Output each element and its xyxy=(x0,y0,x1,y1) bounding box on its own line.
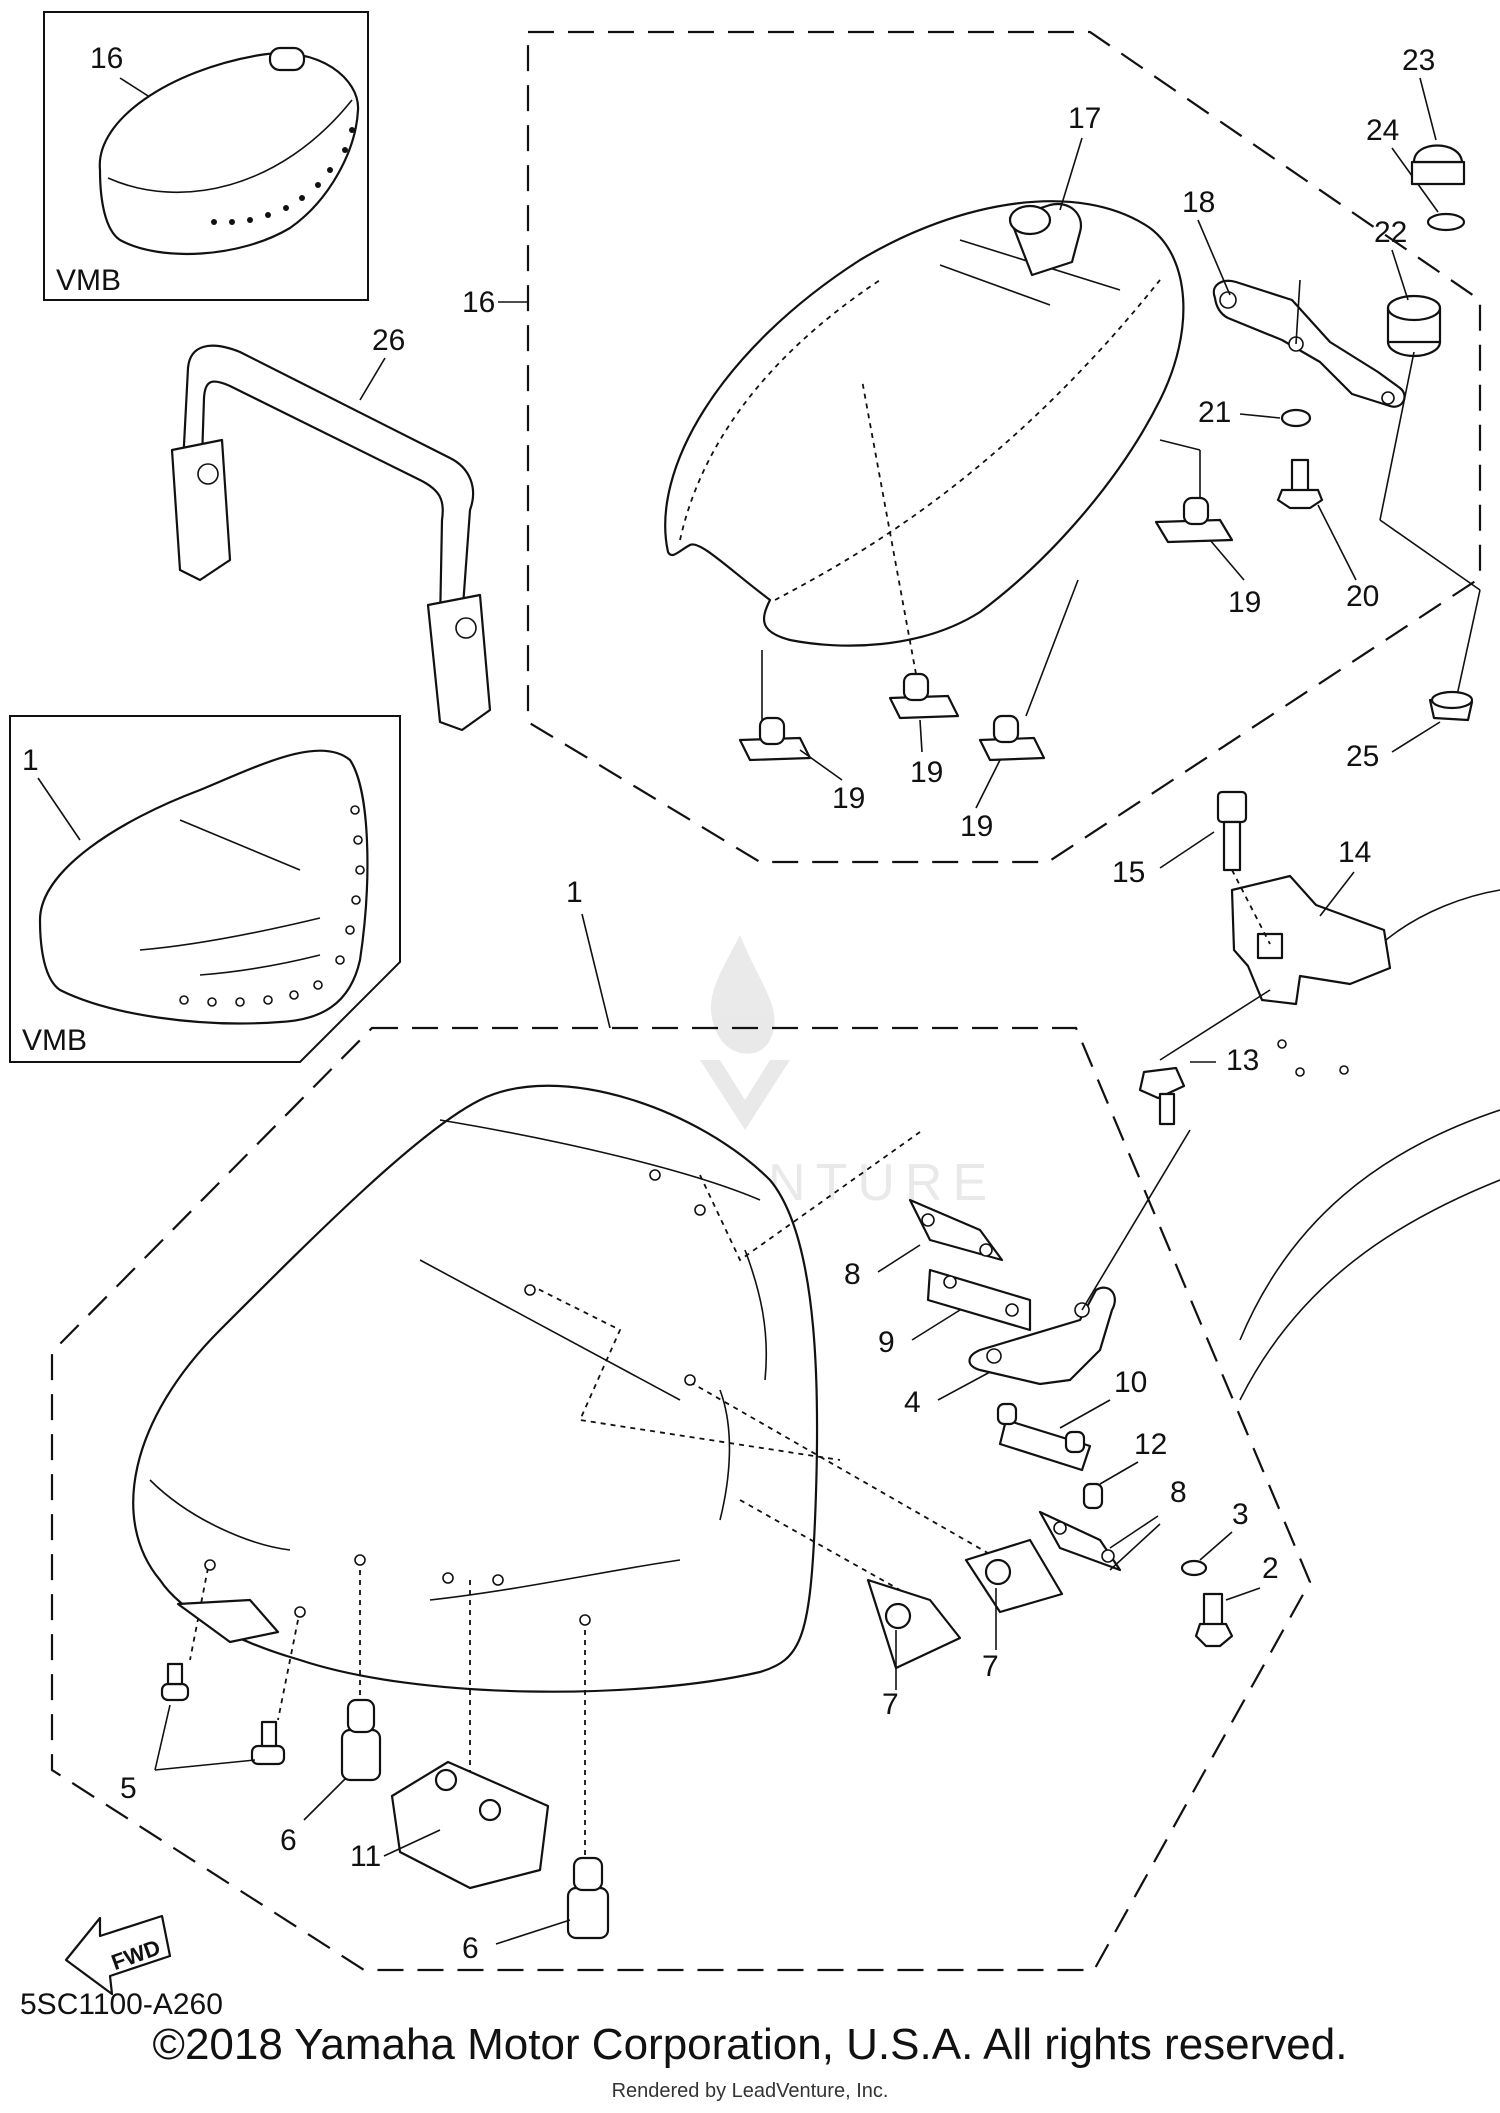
plate-nut-7-b[interactable] xyxy=(964,1538,1064,1614)
plate-8-lower[interactable] xyxy=(1038,1510,1122,1572)
damper-6-b[interactable] xyxy=(566,1856,610,1940)
grab-bar-26: 26 xyxy=(170,324,492,732)
callout-9[interactable]: 9 xyxy=(878,1326,895,1359)
damper-6-a[interactable] xyxy=(340,1698,382,1782)
plate-9[interactable] xyxy=(926,1268,1032,1332)
bar-10[interactable] xyxy=(996,1402,1092,1472)
clip-19-c[interactable] xyxy=(888,672,960,720)
rendered-by-notice: Rendered by LeadVenture, Inc. xyxy=(611,2080,889,2102)
callout-6-b[interactable]: 6 xyxy=(462,1932,479,1965)
screw-5-b[interactable] xyxy=(250,1720,286,1766)
screw-5-a[interactable] xyxy=(160,1662,190,1702)
plate-nut-7-a[interactable] xyxy=(866,1578,962,1670)
callout-19-b[interactable]: 19 xyxy=(832,782,865,815)
bolt-13[interactable] xyxy=(1138,1066,1186,1126)
fwd-arrow-icon: FWD xyxy=(64,1914,172,1996)
inset-passenger-seat-vmb: 16 VMB xyxy=(43,11,369,301)
callout-21[interactable]: 21 xyxy=(1198,396,1231,429)
washer-21[interactable] xyxy=(1280,408,1312,428)
inset-rider-seat-vmb: 1 VMB xyxy=(9,715,401,1063)
callout-3[interactable]: 3 xyxy=(1232,1498,1249,1531)
callout-5[interactable]: 5 xyxy=(120,1772,137,1805)
callout-24[interactable]: 24 xyxy=(1366,114,1399,147)
fender-bracket-area: 14 15 13 xyxy=(1112,790,1500,1401)
grommet-22[interactable] xyxy=(1386,294,1442,358)
inset-label-rider: VMB xyxy=(22,1024,87,1057)
callout-17[interactable]: 17 xyxy=(1068,102,1101,135)
callout-20[interactable]: 20 xyxy=(1346,580,1379,613)
callout-15[interactable]: 15 xyxy=(1112,856,1145,889)
rider-seat-1[interactable] xyxy=(132,1084,819,1693)
inset-label-passenger: VMB xyxy=(56,264,121,297)
callout-16-inset[interactable]: 16 xyxy=(90,42,123,75)
seat-handle-17[interactable] xyxy=(1008,202,1083,277)
callout-7-b[interactable]: 7 xyxy=(982,1650,999,1683)
bracket-4[interactable] xyxy=(968,1286,1116,1386)
spacer-12[interactable] xyxy=(1082,1482,1104,1510)
bolt-15[interactable] xyxy=(1216,790,1248,872)
cap-nut-23[interactable] xyxy=(1410,144,1466,186)
callout-8-upper[interactable]: 8 xyxy=(844,1258,861,1291)
washer-3[interactable] xyxy=(1180,1559,1208,1577)
callout-19-c[interactable]: 19 xyxy=(910,756,943,789)
block-11[interactable] xyxy=(390,1760,550,1890)
callout-6-a[interactable]: 6 xyxy=(280,1824,297,1857)
rider-seat-group: 1 8 xyxy=(50,876,1312,1972)
callout-19-a[interactable]: 19 xyxy=(1228,586,1261,619)
callout-26[interactable]: 26 xyxy=(372,324,405,357)
passenger-seat-16[interactable] xyxy=(664,200,1185,647)
bracket-14[interactable] xyxy=(1230,874,1392,1006)
callout-19-d[interactable]: 19 xyxy=(960,810,993,843)
diagram-code: 5SC1100-A260 xyxy=(20,1988,223,2021)
clip-19-a[interactable] xyxy=(1154,496,1234,544)
bolt-2[interactable] xyxy=(1194,1592,1234,1648)
callout-22[interactable]: 22 xyxy=(1374,216,1407,249)
bracket-18[interactable] xyxy=(1212,279,1406,408)
callout-14[interactable]: 14 xyxy=(1338,836,1371,869)
callout-23[interactable]: 23 xyxy=(1402,44,1435,77)
callout-2[interactable]: 2 xyxy=(1262,1552,1279,1585)
passenger-seat-group: 16 17 18 21 20 xyxy=(462,30,1482,864)
callout-10[interactable]: 10 xyxy=(1114,1366,1147,1399)
callout-8-lower[interactable]: 8 xyxy=(1170,1476,1187,1509)
callout-13[interactable]: 13 xyxy=(1226,1044,1259,1077)
washer-24[interactable] xyxy=(1426,212,1466,232)
callout-25[interactable]: 25 xyxy=(1346,740,1379,773)
callout-11[interactable]: 11 xyxy=(350,1840,381,1873)
clip-19-d[interactable] xyxy=(978,714,1046,762)
copyright-notice: ©2018 Yamaha Motor Corporation, U.S.A. A… xyxy=(152,2020,1348,2069)
damper-25[interactable] xyxy=(1428,690,1474,722)
callout-12[interactable]: 12 xyxy=(1134,1428,1167,1461)
bolt-20[interactable] xyxy=(1276,458,1324,510)
callout-18[interactable]: 18 xyxy=(1182,186,1215,219)
callout-16[interactable]: 16 xyxy=(462,286,495,319)
callout-4[interactable]: 4 xyxy=(904,1386,921,1419)
callout-1[interactable]: 1 xyxy=(566,876,583,909)
callout-1-inset[interactable]: 1 xyxy=(22,744,39,777)
callout-7-a[interactable]: 7 xyxy=(882,1688,899,1721)
plate-8-upper[interactable] xyxy=(908,1198,1004,1262)
clip-19-b[interactable] xyxy=(738,716,812,762)
